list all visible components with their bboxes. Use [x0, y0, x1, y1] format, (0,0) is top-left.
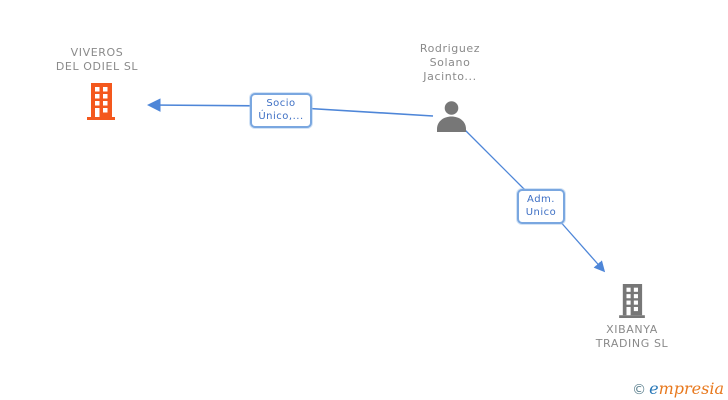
copyright-icon: © — [632, 382, 647, 398]
person-name-line: Jacinto... — [423, 70, 477, 83]
building-icon[interactable] — [86, 83, 116, 124]
company-name-line: VIVEROS — [70, 46, 124, 59]
person-icon[interactable] — [435, 100, 468, 136]
edge-adm-to-xibanya — [557, 218, 606, 273]
person-name-line: Solano — [429, 56, 471, 69]
edge-label-adm-unico[interactable]: Adm. Unico — [517, 189, 565, 224]
company-name-line: XIBANYA — [606, 323, 658, 336]
edge-person-to-adm-label — [464, 129, 527, 192]
empresia-logo[interactable]: ©empresia — [632, 379, 724, 398]
brand-rest: mpresia — [658, 379, 724, 398]
brand-first-letter: e — [649, 379, 659, 398]
company-name-xibanya[interactable]: XIBANYA TRADING SL — [552, 323, 712, 351]
person-name[interactable]: Rodriguez Solano Jacinto... — [370, 42, 530, 84]
edge-label-line: Socio — [266, 98, 296, 109]
edge-label-line: Único,... — [258, 111, 304, 122]
edge-label-line: Adm. — [527, 194, 555, 205]
company-name-line: TRADING SL — [595, 337, 669, 350]
person-name-line: Rodriguez — [419, 42, 481, 55]
building-icon[interactable] — [617, 284, 647, 322]
company-name-line: DEL ODIEL SL — [55, 60, 139, 73]
company-name-viveros[interactable]: VIVEROS DEL ODIEL SL — [17, 46, 177, 74]
edge-label-socio-unico[interactable]: Socio Único,... — [250, 93, 312, 128]
edge-label-line: Unico — [525, 207, 557, 218]
